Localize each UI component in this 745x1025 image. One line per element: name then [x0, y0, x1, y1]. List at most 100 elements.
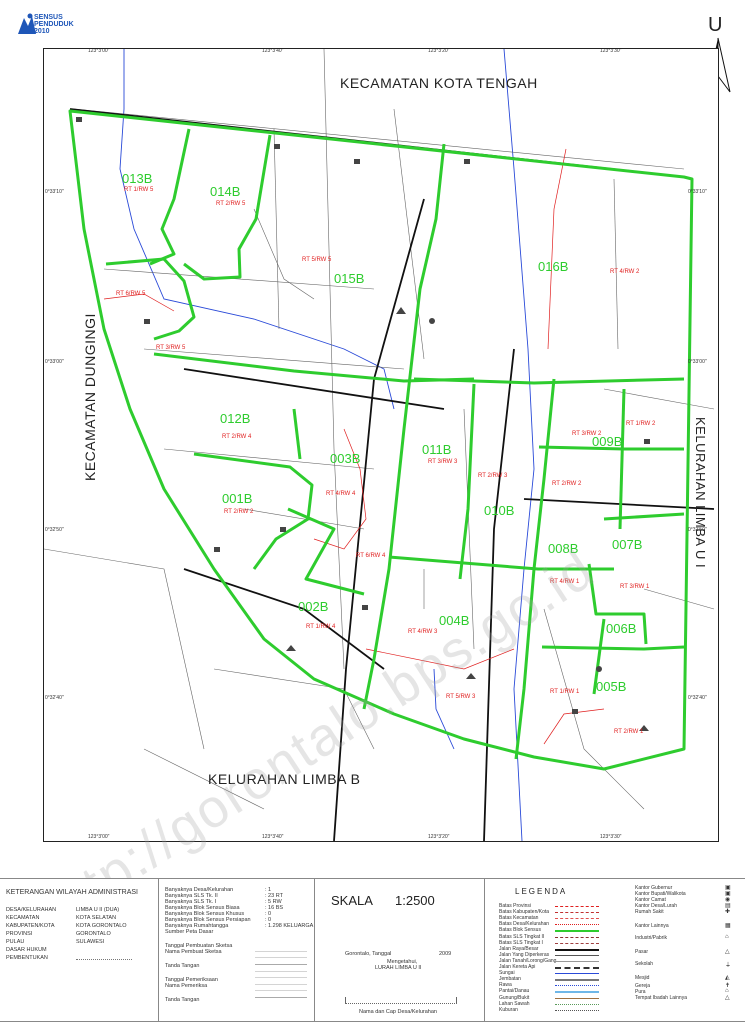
region-label-west: KECAMATAN DUNGINGI [82, 313, 98, 481]
tick-top: 123°3'00" [88, 48, 110, 54]
stat-key: Banyaknya Desa/Kelurahan [165, 887, 234, 893]
rt-label: RT 3/RW 2 [572, 431, 602, 437]
rt-label: RT 2/RW 5 [216, 201, 246, 207]
legend-point-label: Kantor Gubernur [635, 885, 673, 891]
tick-left: 0°33'00" [45, 359, 64, 365]
stat-value: : 5 RW [265, 899, 282, 905]
legend-point-icon: △ [725, 995, 730, 1001]
sign-blank-lines [255, 945, 307, 1001]
legend-line-swatch [555, 1003, 599, 1005]
rt-label: RT 4/RW 1 [550, 579, 580, 585]
tick-left: 0°32'50" [45, 527, 64, 533]
legend-point-label: Industri/Pabrik [635, 935, 667, 941]
rt-label: RT 4/RW 3 [408, 629, 438, 635]
keterangan-key: KABUPATEN/KOTA [6, 923, 55, 929]
legend-point-label: Kantor Bupati/Walikota [635, 891, 686, 897]
rt-label: RT 5/RW 5 [302, 257, 332, 263]
region-label-north: KECAMATAN KOTA TENGAH [340, 75, 538, 91]
legend-line-label: Lahan Sawah [499, 1000, 530, 1007]
legend-line-swatch [555, 960, 599, 962]
legend-point-icon: ⌂ [725, 934, 729, 940]
red-lines [103, 148, 605, 745]
legend-line-swatch [555, 973, 599, 975]
river-lines [119, 49, 535, 841]
legend-line-swatch [555, 912, 599, 914]
tick-top: 123°3'30" [600, 48, 622, 54]
legend-point-icon: ✚ [725, 909, 731, 915]
north-letter: U [708, 14, 723, 36]
stat-value: : 1 [265, 887, 272, 893]
skala-signature-bracket [345, 997, 457, 1004]
rt-label: RT 3/RW 3 [428, 459, 458, 465]
stat-key: Banyaknya SLS Tk. II [165, 893, 218, 899]
legend-line-label: Kuburan [499, 1006, 518, 1013]
keterangan-value: GORONTALO [76, 931, 111, 937]
keterangan-value: LIMBA U II (DUA) [76, 907, 120, 913]
legend-line-label: Rawa [499, 982, 512, 989]
stat-value: : 0 [265, 917, 272, 923]
legend-point-icon: △ [725, 949, 730, 955]
rt-label: RT 1/RW 1 [550, 689, 580, 695]
rt-label: RT 2/RW 4 [222, 434, 252, 440]
keterangan-title: KETERANGAN WILAYAH ADMINISTRASI [6, 889, 138, 896]
logo-line-1: SENSUS [34, 14, 63, 21]
legend-line-swatch [555, 1009, 599, 1011]
legend-line-label: Batas SLS Tingkat II [499, 933, 545, 940]
legend-line-label: Batas Blok Sensus [499, 927, 541, 934]
rt-label: RT 2/RW 2 [552, 481, 582, 487]
keterangan-key: PROVINSI [6, 931, 33, 937]
stat-key: Banyaknya Blok Sensus Persiapan [165, 917, 251, 923]
legend-line-swatch [555, 918, 599, 920]
tick-right: 0°32'50" [688, 527, 707, 533]
region-label-east: KELURAHAN LIMBA U I [693, 417, 708, 569]
keterangan-value: SULAWESI [76, 939, 105, 945]
tick-right: 0°33'10" [688, 189, 707, 195]
legend-line-swatch [555, 967, 599, 969]
keterangan-key: KECAMATAN [6, 915, 40, 921]
block-label: 005B [596, 679, 627, 694]
keterangan-blank-line [76, 959, 132, 960]
stat-value: : 16 BS [265, 905, 284, 911]
skala-lurah: LURAH LIMBA U II [375, 965, 422, 971]
legend-point-icon: ⌂ [725, 988, 729, 994]
legend-point-label: Mesjid [635, 975, 650, 981]
legend-line-label: Pantai/Danau [499, 988, 530, 995]
legend-line-swatch [555, 930, 599, 933]
skala-year: 2009 [439, 951, 452, 957]
block-label: 001B [222, 491, 253, 506]
legend-line-label: Sungai [499, 970, 515, 977]
skala-label: SKALA [331, 893, 373, 908]
block-label: 007B [612, 537, 643, 552]
legend-line-label: Jalan Tanah/Lorong/Gang [499, 957, 557, 964]
block-label: 010B [484, 503, 515, 518]
tick-left: 0°32'40" [45, 695, 64, 701]
tick-right: 0°32'40" [688, 695, 707, 701]
legend-point-label: Tempat Ibadah Lainnya [635, 995, 687, 1001]
region-label-south: KELURAHAN LIMBA B [208, 771, 361, 787]
stat-value: : 0 [265, 911, 272, 917]
panel-skala: SKALA 1:2500 Gorontalo, Tanggal 2009 Men… [314, 878, 486, 1022]
legend-point-label: Gereja [635, 983, 651, 989]
logo-line-2: PENDUDUK [34, 21, 74, 28]
rt-label: RT 2/RW 1 [614, 729, 644, 735]
legend-point-label: Pasar [635, 949, 649, 955]
rt-label: RT 4/RW 2 [610, 269, 640, 275]
legenda-title: LEGENDA [515, 887, 568, 896]
stat-key: Sumber Peta Dasar [165, 929, 214, 935]
tick-top: 123°3'40" [262, 48, 284, 54]
legend-line-swatch [555, 979, 599, 982]
keterangan-key: DASAR HUKUM [6, 947, 47, 953]
tick-bottom: 123°3'00" [88, 834, 110, 840]
legend-line-swatch [555, 942, 599, 944]
rt-label: RT 6/RW 5 [116, 291, 146, 297]
block-label: 009B [592, 434, 623, 449]
stat-value: : 1.298 KELUARGA [265, 923, 314, 929]
panel-statistik: Banyaknya Desa/Kelurahan : 1 Banyaknya S… [158, 878, 316, 1022]
block-label: 011B [422, 442, 452, 457]
tick-bottom: 123°3'20" [428, 834, 450, 840]
skala-mengetahui: Mengetahui, [387, 959, 418, 965]
sign-row: Tanda Tangan [165, 963, 200, 969]
block-label: 015B [334, 271, 365, 286]
legend-line-label: Gunung/Bukit [499, 994, 530, 1001]
